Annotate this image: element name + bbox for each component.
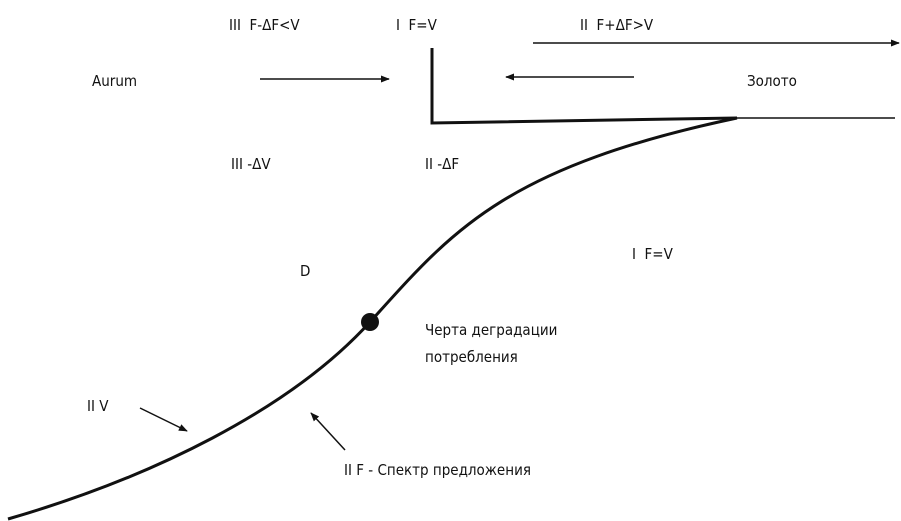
label-minus-delta-f: II -ΔF bbox=[425, 155, 459, 173]
label-d: D bbox=[300, 262, 310, 280]
label-minus-delta-v: III -ΔV bbox=[231, 155, 271, 173]
arrow-ii-f bbox=[310, 412, 346, 451]
label-ii-v: II V bbox=[87, 397, 109, 415]
label-top-center: I F=V bbox=[396, 16, 438, 34]
label-right-f-eq-v: I F=V bbox=[632, 245, 674, 263]
label-threshold-line2: потребления bbox=[425, 348, 518, 366]
degradation-threshold-point bbox=[361, 313, 379, 331]
label-threshold-line1: Черта деградации bbox=[425, 321, 557, 339]
label-top-left: III F-ΔF<V bbox=[229, 16, 300, 34]
label-top-right: II F+ΔF>V bbox=[580, 16, 654, 34]
demand-boundary-line bbox=[430, 48, 738, 125]
arrow-ii-v bbox=[139, 407, 188, 432]
label-aurum: Aurum bbox=[92, 72, 137, 90]
label-zoloto: Золото bbox=[747, 72, 797, 90]
label-ii-f: II F - Спектр предложения bbox=[344, 461, 531, 479]
